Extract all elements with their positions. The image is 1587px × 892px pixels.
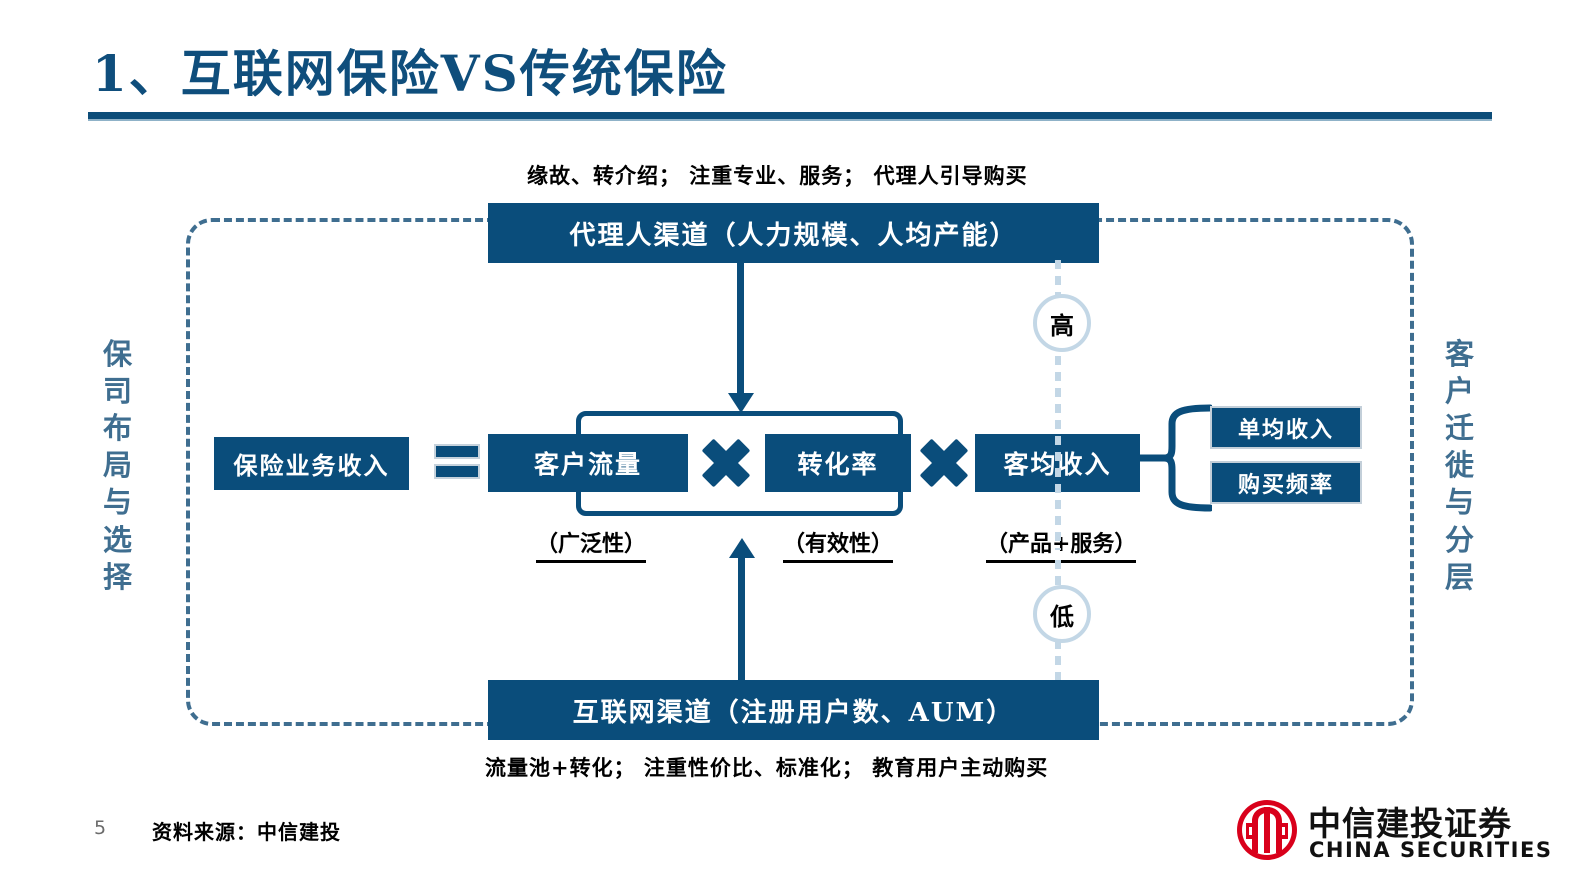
page-title: 1、互联网保险VS传统保险 — [92, 44, 728, 103]
multiply-icon-2 — [918, 437, 970, 489]
right-dashed-frame — [1070, 218, 1414, 726]
internet-channel-box[interactable]: 互联网渠道（注册用户数、AUM） — [488, 680, 1099, 740]
left-frame-label: 保司布局与选择 — [102, 337, 133, 594]
agent-channel-box[interactable]: 代理人渠道（人力规模、人均产能） — [488, 203, 1099, 263]
source-note: 资料来源：中信建投 — [152, 820, 341, 844]
scale-high-badge: 高 — [1033, 294, 1091, 352]
conversion-note: （有效性） — [783, 526, 894, 563]
right-frame-label: 客户迁徙与分层 — [1444, 337, 1475, 594]
agent-channel-caption: 缘故、转介绍； 注重专业、服务； 代理人引导购买 — [527, 163, 1028, 188]
revenue-box[interactable]: 保险业务收入 — [214, 437, 409, 490]
equals-sign-icon — [434, 444, 480, 484]
traffic-box[interactable]: 客户流量 — [488, 434, 688, 492]
agent-to-formula-arrow-icon — [737, 263, 744, 393]
conversion-box[interactable]: 转化率 — [765, 434, 911, 492]
title-divider — [88, 112, 1492, 119]
purchase-frequency-box[interactable]: 购买频率 — [1210, 461, 1362, 504]
arpu-brace-icon — [1136, 400, 1214, 516]
china-securities-emblem-icon — [1236, 799, 1298, 861]
company-logo: 中信建投证券 CHINA SECURITIES — [1236, 797, 1551, 865]
internet-to-formula-arrow-icon — [738, 558, 745, 680]
title-divider-thin — [88, 119, 1492, 121]
unit-revenue-box[interactable]: 单均收入 — [1210, 406, 1362, 449]
traffic-note: （广泛性） — [536, 526, 647, 563]
arpu-note: （产品+服务） — [986, 526, 1137, 563]
logo-english-name: CHINA SECURITIES — [1309, 838, 1553, 862]
logo-chinese-name: 中信建投证券 — [1308, 804, 1512, 843]
page-number: 5 — [94, 817, 107, 839]
multiply-icon-1 — [700, 437, 752, 489]
internet-channel-caption: 流量池+转化； 注重性价比、标准化； 教育用户主动购买 — [485, 755, 1049, 780]
scale-axis-line-upper — [1055, 260, 1061, 550]
scale-low-badge: 低 — [1033, 585, 1091, 643]
left-dashed-frame — [186, 218, 520, 726]
